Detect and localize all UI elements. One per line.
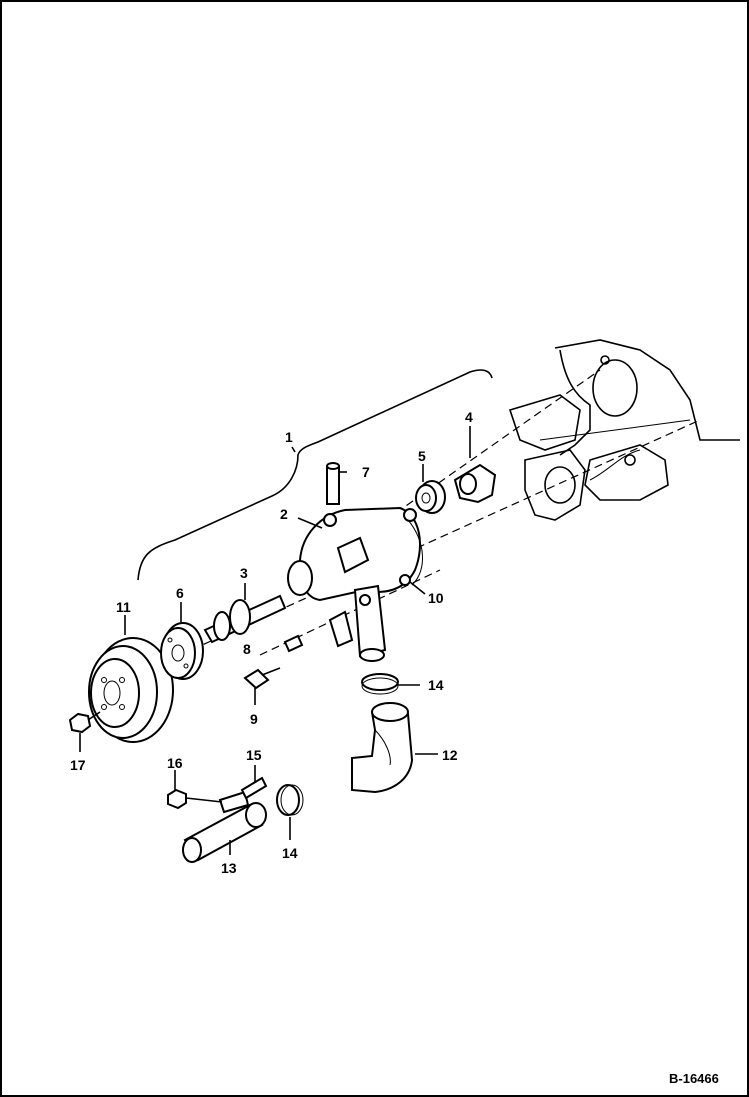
elbow-hose — [351, 702, 414, 794]
callout-15: 15 — [246, 747, 262, 763]
callout-4: 4 — [465, 409, 473, 425]
callout-6: 6 — [176, 585, 184, 601]
pump-body — [287, 506, 421, 662]
assembly-bracket — [137, 369, 493, 581]
seal — [415, 480, 446, 514]
callout-17: 17 — [70, 757, 86, 773]
engine-block — [508, 339, 740, 521]
pulley-bolt — [68, 711, 101, 734]
hose-clamp-upper — [361, 673, 399, 695]
callout-11: 11 — [116, 599, 131, 615]
pulley — [88, 637, 174, 743]
callout-2: 2 — [280, 506, 288, 522]
callout-3: 3 — [240, 565, 248, 581]
callout-14-upper: 14 — [428, 677, 444, 693]
callout-7: 7 — [362, 464, 370, 480]
callout-10: 10 — [428, 590, 444, 606]
bypass-pipe — [182, 790, 267, 863]
reference-code: B-16466 — [669, 1071, 719, 1086]
dowel-pin — [326, 462, 340, 505]
callout-13: 13 — [221, 860, 237, 876]
callout-1: 1 — [285, 429, 293, 445]
fitting-9 — [243, 667, 281, 690]
callout-16: 16 — [167, 755, 183, 771]
shaft-bearing — [203, 594, 287, 644]
callout-14-lower: 14 — [282, 845, 298, 861]
callout-5: 5 — [418, 448, 426, 464]
alignment-line-upper — [299, 369, 601, 581]
leader-lines — [79, 426, 471, 855]
nut — [167, 788, 223, 810]
callout-12: 12 — [442, 747, 458, 763]
fitting-8 — [283, 634, 304, 653]
stud — [240, 776, 268, 800]
hub-flange — [160, 622, 204, 680]
gasket — [407, 519, 424, 586]
callout-8: 8 — [243, 641, 251, 657]
impeller — [453, 463, 497, 504]
hose-clamp-lower — [276, 784, 304, 816]
callout-9: 9 — [250, 711, 258, 727]
